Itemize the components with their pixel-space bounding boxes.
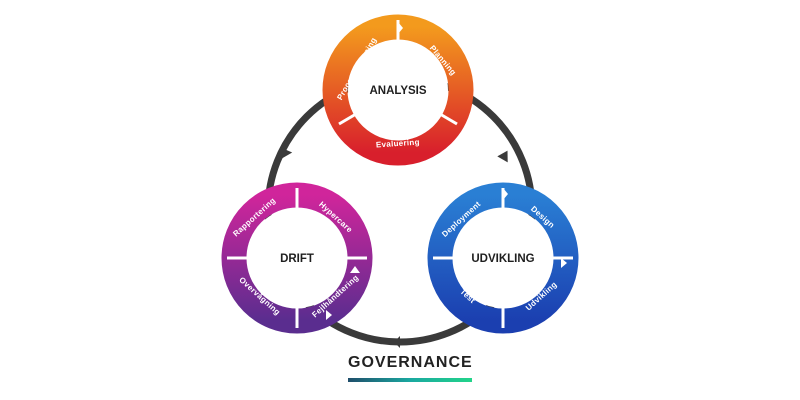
arrow-icon — [561, 258, 567, 268]
arrow-icon — [350, 266, 360, 273]
cycle-drift: DRIFT Rapportering Hypercare Fejlhåndter… — [221, 182, 373, 334]
cycle-title: DRIFT — [280, 253, 314, 265]
governance-underline — [348, 378, 472, 382]
cycle-title: ANALYSIS — [369, 85, 426, 97]
arrow-icon — [398, 22, 403, 34]
cycle-udvikling: UDVIKLING Deployment Design Udvikling Te… — [427, 182, 579, 334]
arrow-icon — [497, 150, 508, 163]
governance-title: GOVERNANCE — [348, 354, 473, 371]
cycle-title: UDVIKLING — [471, 253, 534, 265]
arrow-icon — [326, 310, 332, 320]
segment-label: Evaluering — [376, 137, 420, 149]
arrow-icon — [503, 188, 508, 200]
cycle-analysis: ANALYSIS Process Mapping Planning Evalue… — [322, 14, 474, 166]
arrow-icon — [394, 336, 400, 348]
arrow-icon — [281, 148, 293, 159]
